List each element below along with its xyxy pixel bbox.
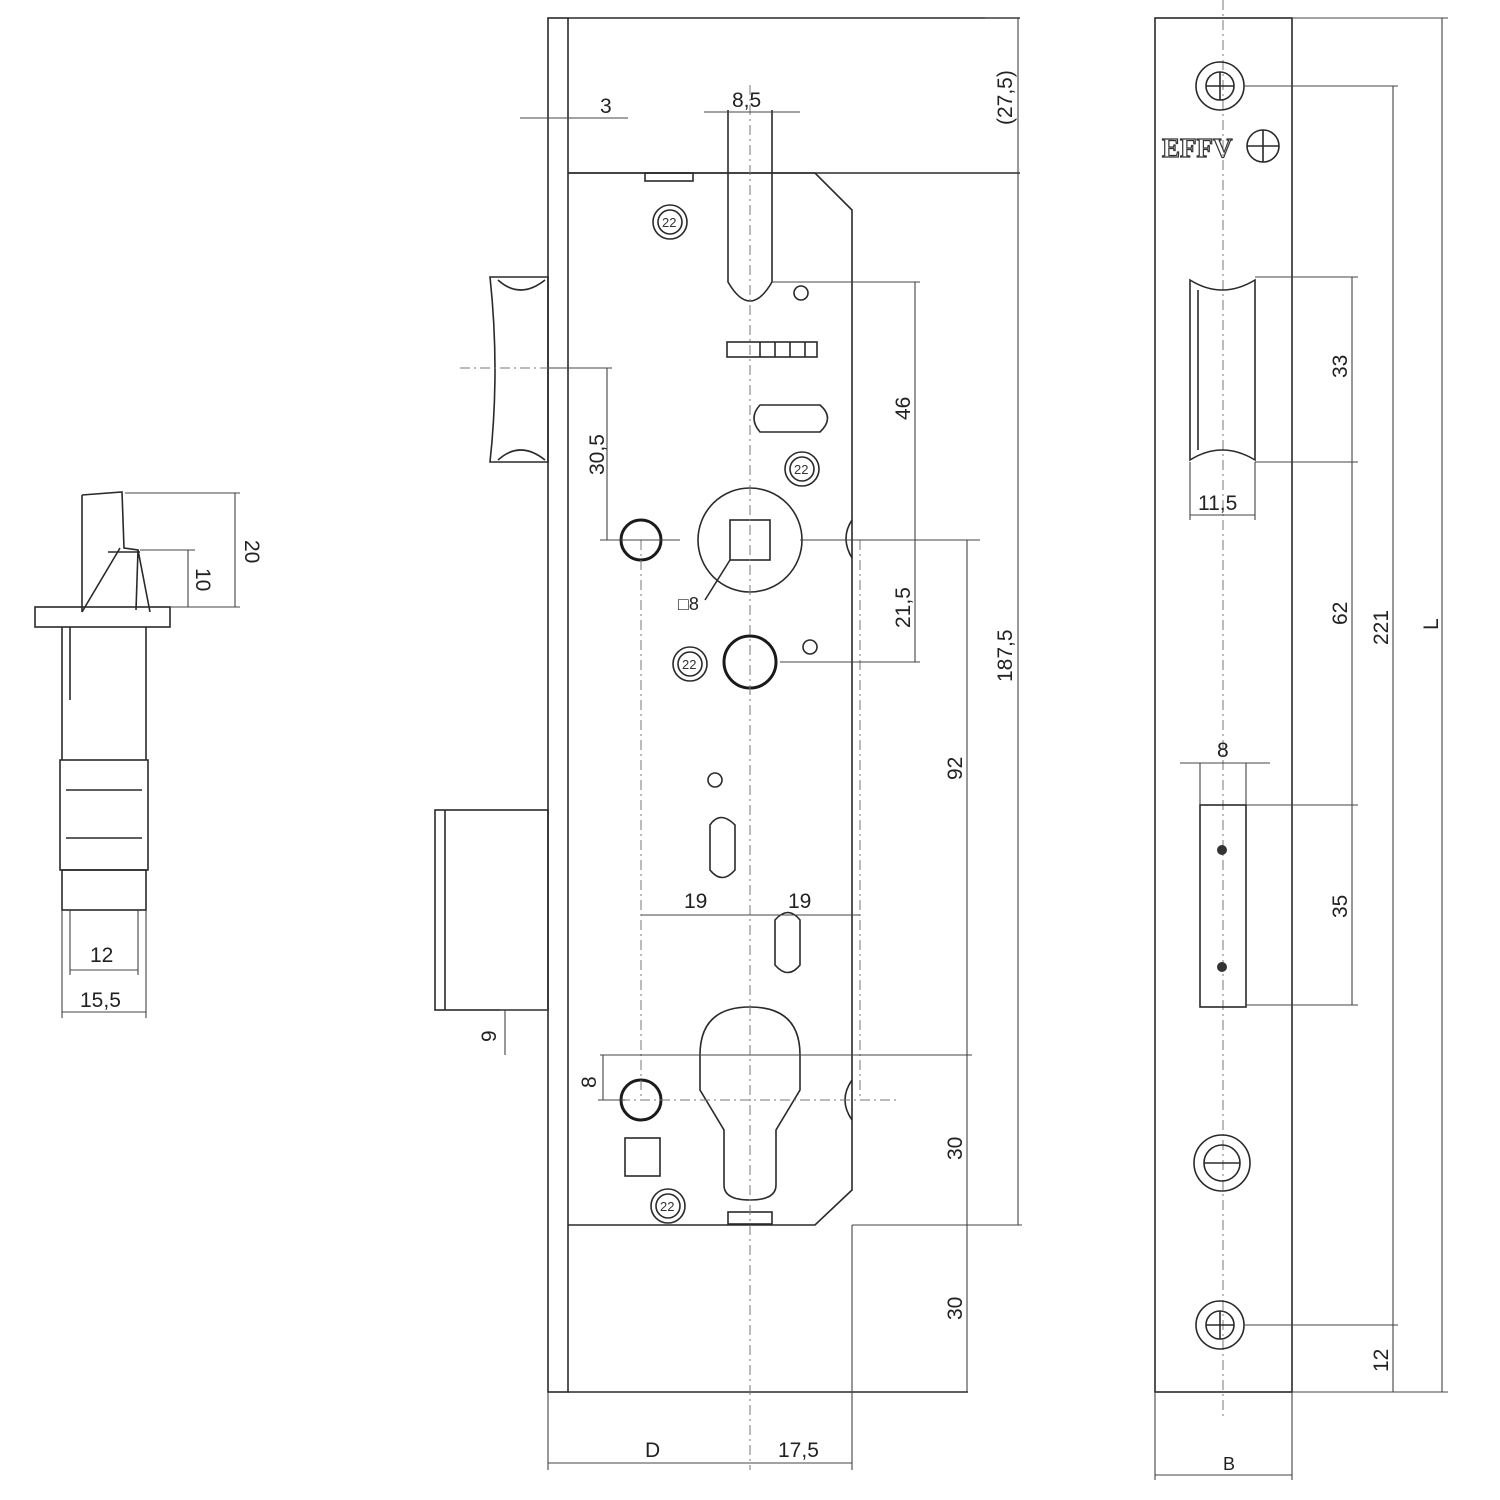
dim-screw-offset: 8	[578, 1076, 601, 1088]
dim-length: L	[1420, 618, 1443, 630]
dim-inner-width: 12	[90, 944, 113, 967]
faceplate-view: EFFV 33 11,5	[1154, 0, 1448, 1480]
dim-bottom-screw-offset: 12	[1370, 1349, 1393, 1372]
dim-bolt-width: 8	[1217, 739, 1229, 762]
dim-backset: D	[645, 1439, 660, 1462]
dim-head-height: 10	[191, 568, 214, 591]
dim-slot-width: 8,5	[732, 89, 761, 112]
dim-bolt-height: 35	[1329, 895, 1352, 918]
dim-bottom-margin: 30	[944, 1297, 967, 1320]
dim-faceplate-thickness: 3	[600, 95, 612, 118]
badge-text: 22	[660, 1199, 674, 1214]
brand-logo: EFFV	[1161, 129, 1280, 164]
front-view: 22 22 22 22 3	[434, 17, 1022, 1470]
dim-follower-to-spindle2: 21,5	[892, 587, 915, 628]
dim-top-offset: (27,5)	[994, 70, 1017, 125]
screw-hole-middle	[1193, 1134, 1251, 1192]
dim-latch-height: 33	[1329, 355, 1352, 378]
badge-3: 22	[672, 646, 708, 682]
dim-right-offset: 19	[788, 890, 811, 913]
dim-latch-to-bolt: 62	[1329, 602, 1352, 625]
dim-bolt-offset: 9	[478, 1030, 501, 1042]
badge-2: 22	[784, 451, 820, 487]
badge-4: 22	[650, 1188, 686, 1224]
dim-edge-to-center: 17,5	[778, 1439, 819, 1462]
dim-left-offset: 19	[684, 890, 707, 913]
dim-latch-width: 11,5	[1198, 492, 1237, 515]
dim-follower-to-cylinder: 92	[944, 757, 967, 780]
dim-case-height: 187,5	[994, 629, 1017, 682]
dim-slot-to-follower: 46	[892, 397, 915, 420]
screw-hole-bottom	[1195, 1300, 1245, 1350]
dim-total-height: 20	[240, 540, 263, 563]
side-view: 20 10 12 15,5	[34, 491, 263, 1018]
badge-text: 22	[682, 657, 696, 672]
dim-latch-to-follower: 30,5	[586, 434, 609, 475]
badge-text: 22	[794, 462, 808, 477]
dim-follower-square: □8	[678, 594, 699, 614]
badge-text: 22	[662, 215, 676, 230]
brand-logo-text: EFFV	[1162, 133, 1233, 163]
dim-width: B	[1223, 1454, 1235, 1474]
dim-cylinder-to-bottom: 30	[944, 1137, 967, 1160]
badge-1: 22	[652, 204, 688, 240]
dim-screw-spacing: 221	[1370, 610, 1393, 645]
dim-outer-width: 15,5	[80, 989, 121, 1012]
screw-hole-top	[1195, 61, 1245, 111]
